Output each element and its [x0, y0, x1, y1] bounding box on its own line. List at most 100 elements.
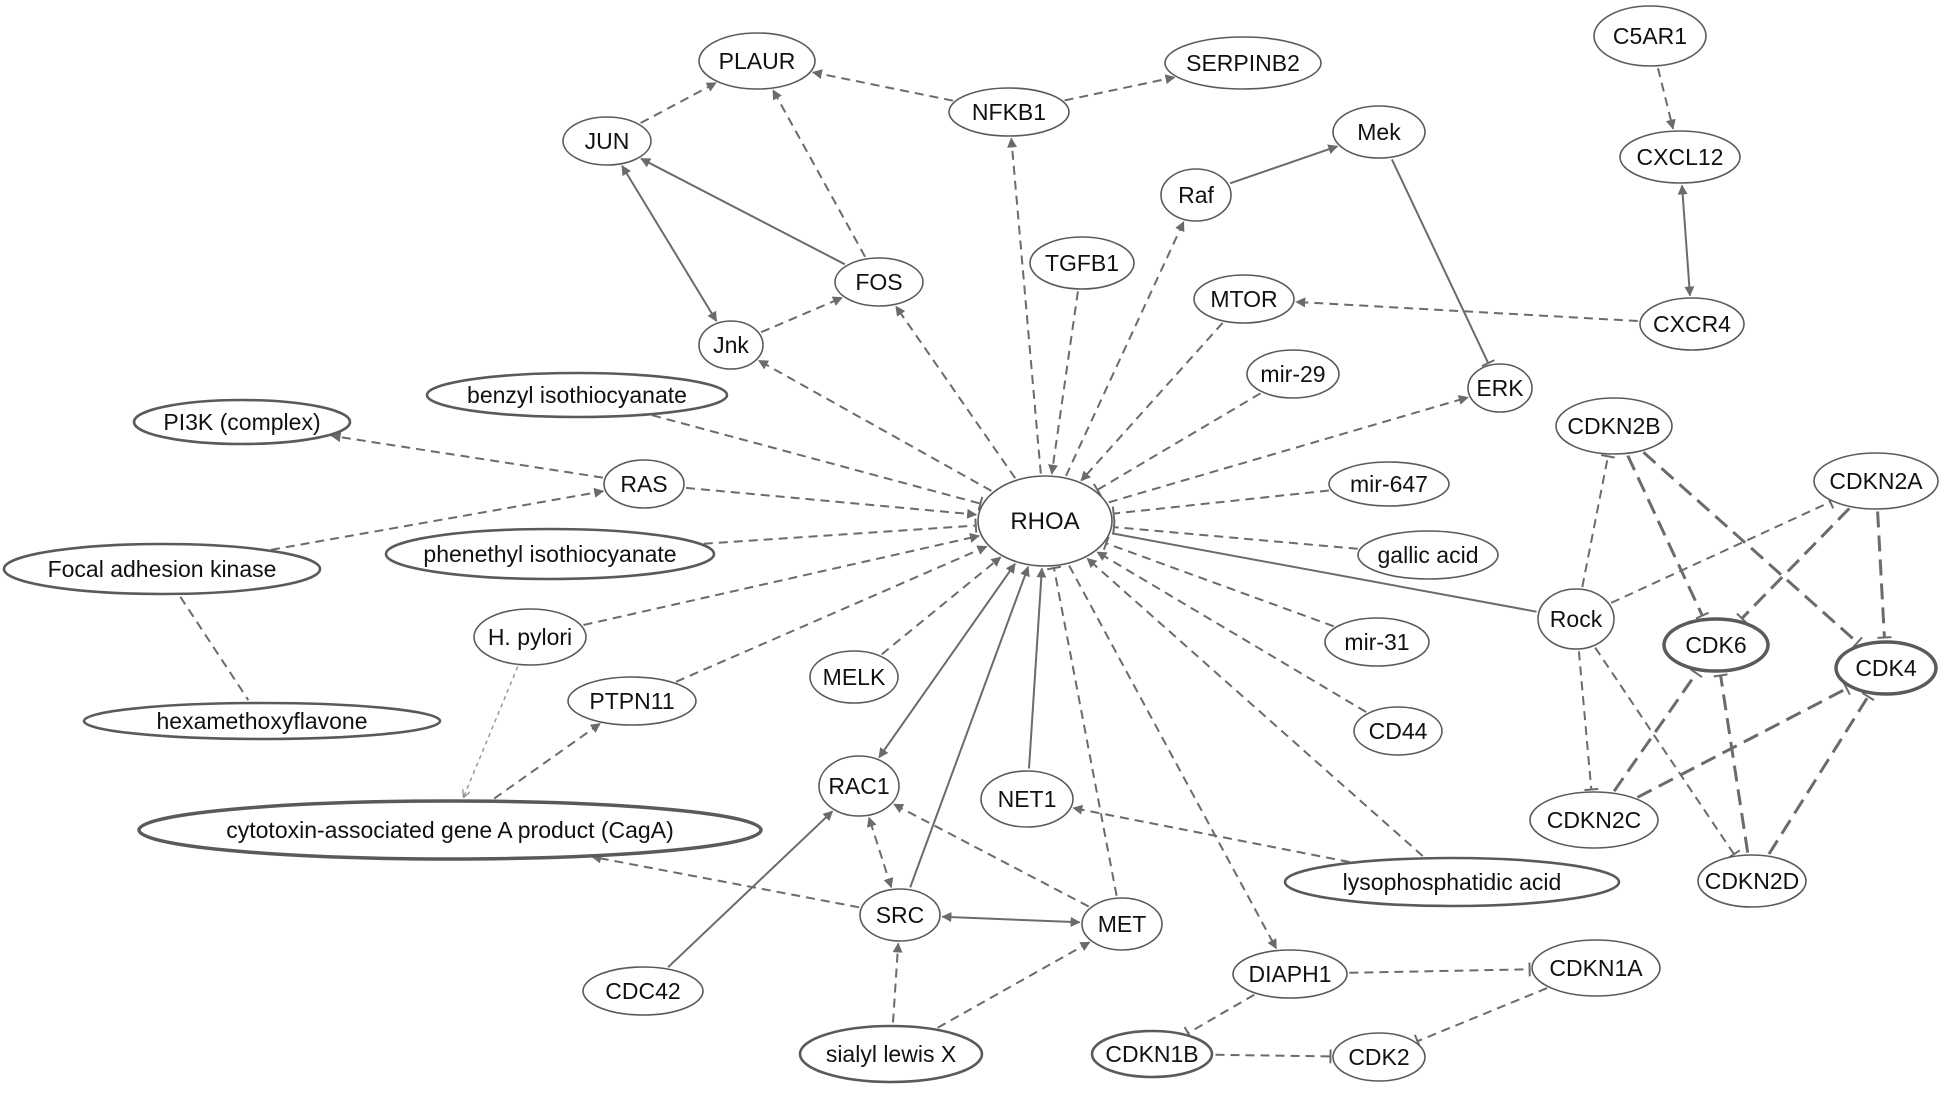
node-jnk[interactable]: Jnk: [698, 320, 764, 370]
node-net1[interactable]: NET1: [980, 770, 1074, 828]
node-met[interactable]: MET: [1081, 897, 1163, 951]
node-ellipse: [473, 608, 587, 666]
node-label: Rock: [1550, 606, 1603, 632]
node-melk[interactable]: MELK: [809, 650, 899, 704]
node-erk[interactable]: ERK: [1467, 363, 1533, 413]
node-mtor[interactable]: MTOR: [1193, 274, 1295, 324]
node-ellipse: [1639, 297, 1745, 351]
node-label: RAC1: [828, 773, 889, 799]
node-rac1[interactable]: RAC1: [818, 755, 900, 817]
node-lyso[interactable]: lysophosphatidic acid: [1283, 856, 1621, 908]
node-cdkn2a[interactable]: CDKN2A: [1813, 452, 1939, 510]
node-label: CDK2: [1348, 1044, 1409, 1070]
node-ellipse: [1619, 130, 1741, 184]
node-cdkn2d[interactable]: CDKN2D: [1697, 854, 1807, 908]
node-rock[interactable]: Rock: [1537, 588, 1615, 650]
edge-rock-cdkn2c: [1577, 651, 1599, 792]
node-label: Jnk: [713, 332, 749, 358]
edge-jun-plaur: [640, 82, 717, 124]
node-ellipse: [980, 770, 1074, 828]
node-cdkn1a[interactable]: CDKN1A: [1531, 939, 1661, 997]
node-pi3k[interactable]: PI3K (complex): [132, 398, 352, 446]
node-ptpn11[interactable]: PTPN11: [567, 676, 697, 726]
edge-gallic-rhoa: [1112, 520, 1358, 550]
node-benzyl[interactable]: benzyl isothiocyanate: [425, 371, 729, 419]
edge-nfkb1-plaur: [811, 69, 954, 102]
node-cdk6[interactable]: CDK6: [1662, 617, 1770, 673]
edge-diaph1-cdkn1b: [1183, 993, 1255, 1040]
node-cdc42[interactable]: CDC42: [582, 966, 704, 1016]
node-label: lysophosphatidic acid: [1343, 869, 1562, 895]
node-ellipse: [1246, 349, 1340, 399]
edge-rhoa-jnk: [757, 359, 992, 492]
node-tgfb1[interactable]: TGFB1: [1029, 236, 1135, 290]
edge-rhoa-rock: [1111, 532, 1537, 613]
node-ellipse: [1081, 897, 1163, 951]
node-sialyl[interactable]: sialyl lewis X: [798, 1024, 984, 1084]
node-ellipse: [1529, 791, 1659, 849]
edge-cdc42-rac1: [667, 810, 834, 968]
node-ellipse: [137, 799, 763, 861]
node-ellipse: [1232, 949, 1348, 999]
node-ellipse: [1160, 168, 1232, 222]
edge-rhoa-raf: [1065, 220, 1185, 477]
node-phenethyl[interactable]: phenethyl isothiocyanate: [384, 527, 716, 581]
node-cdkn1b[interactable]: CDKN1B: [1090, 1029, 1214, 1079]
node-mir647[interactable]: mir-647: [1328, 461, 1450, 507]
node-cd44[interactable]: CD44: [1353, 706, 1443, 756]
edge-cxcl12-cxcr4: [1677, 184, 1695, 297]
node-cxcl12[interactable]: CXCL12: [1619, 130, 1741, 184]
edge-rhoa-fos: [895, 305, 1017, 479]
node-ras[interactable]: RAS: [603, 459, 685, 509]
edge-src-met: [941, 912, 1081, 927]
node-cxcr4[interactable]: CXCR4: [1639, 297, 1745, 351]
node-mir31[interactable]: mir-31: [1324, 617, 1430, 667]
node-label: DIAPH1: [1248, 961, 1331, 987]
node-ellipse: [809, 650, 899, 704]
node-ellipse: [384, 527, 716, 581]
node-hexa[interactable]: hexamethoxyflavone: [82, 701, 442, 741]
node-ellipse: [1531, 939, 1661, 997]
node-cdkn2c[interactable]: CDKN2C: [1529, 791, 1659, 849]
node-hpylori[interactable]: H. pylori: [473, 608, 587, 666]
node-label: CDKN2D: [1705, 868, 1800, 894]
node-label: CDKN1B: [1105, 1041, 1198, 1067]
node-label: cytotoxin-associated gene A product (Cag…: [226, 817, 673, 843]
node-raf[interactable]: Raf: [1160, 168, 1232, 222]
node-plaur[interactable]: PLAUR: [698, 32, 816, 90]
edge-net1-rhoa: [1028, 567, 1047, 769]
node-mir29[interactable]: mir-29: [1246, 349, 1340, 399]
edge-sialyl-met: [937, 941, 1091, 1029]
node-label: CDKN2C: [1547, 807, 1642, 833]
edge-cdkn1b-cdk2: [1215, 1049, 1332, 1064]
edge-ptpn11-rhoa: [675, 545, 988, 683]
node-rhoa[interactable]: RHOA: [977, 475, 1113, 567]
node-cdk4[interactable]: CDK4: [1834, 640, 1938, 696]
edge-src-caga: [591, 853, 860, 909]
node-diaph1[interactable]: DIAPH1: [1232, 949, 1348, 999]
node-c5ar1[interactable]: C5AR1: [1593, 5, 1707, 67]
node-src[interactable]: SRC: [859, 888, 941, 942]
node-fos[interactable]: FOS: [834, 257, 924, 307]
node-cdk2[interactable]: CDK2: [1332, 1032, 1426, 1082]
node-ellipse: [1029, 236, 1135, 290]
edge-rhoa-nfkb1: [1007, 137, 1042, 474]
node-fak[interactable]: Focal adhesion kinase: [2, 542, 322, 596]
node-serpinb2[interactable]: SERPINB2: [1164, 36, 1322, 90]
edge-mir647-rhoa: [1111, 489, 1330, 521]
node-mek[interactable]: Mek: [1332, 105, 1426, 159]
node-ellipse: [859, 888, 941, 942]
node-nfkb1[interactable]: NFKB1: [948, 87, 1070, 137]
node-cdkn2b[interactable]: CDKN2B: [1555, 397, 1673, 455]
node-ellipse: [2, 542, 322, 596]
node-gallic[interactable]: gallic acid: [1357, 530, 1499, 580]
node-caga[interactable]: cytotoxin-associated gene A product (Cag…: [137, 799, 763, 861]
node-ellipse: [82, 701, 442, 741]
node-jun[interactable]: JUN: [562, 116, 652, 166]
node-label: benzyl isothiocyanate: [467, 382, 687, 408]
node-ellipse: [132, 398, 352, 446]
edge-src-rac1: [866, 816, 894, 889]
edge-rock-cdkn2d: [1594, 647, 1741, 859]
